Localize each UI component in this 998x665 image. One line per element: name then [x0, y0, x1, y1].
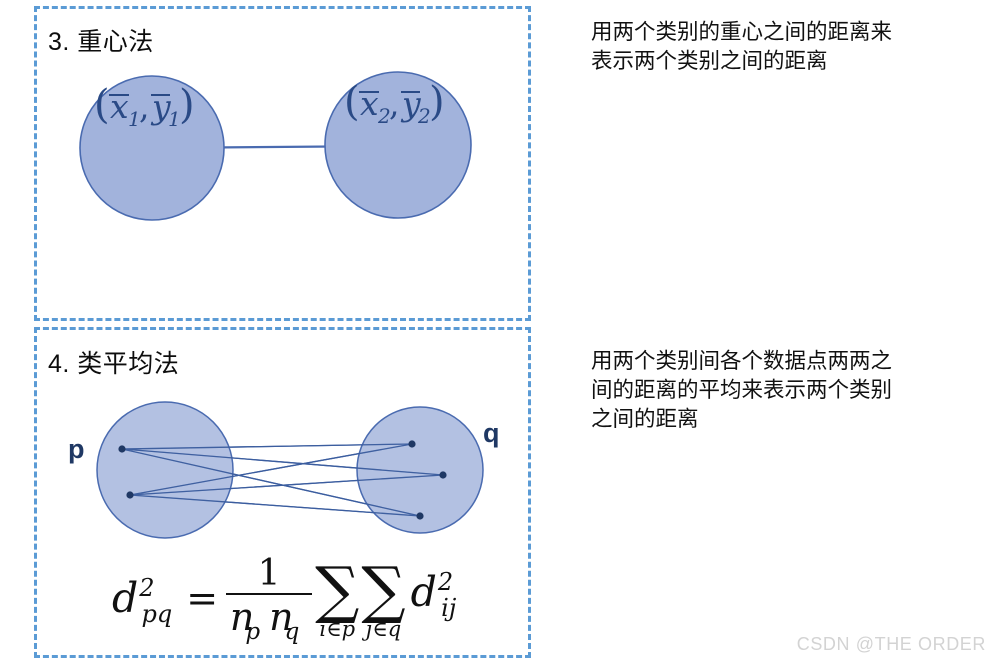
formula-sum-inner-limit: j∈q [365, 617, 402, 641]
explanation-centroid-method: 用两个类别的重心之间的距离来 表示两个类别之间的距离 [591, 20, 893, 74]
cluster-label-q: q [483, 418, 500, 448]
formula-rhs-sub: ij [441, 594, 457, 622]
cluster-label-p: p [68, 434, 85, 464]
cluster-circle-1 [79, 75, 225, 221]
svg-text:x: x [110, 87, 129, 126]
explanation-average-method: 用两个类别间各个数据点两两之 间的距离的平均来表示两个类别 之间的距离 [591, 349, 893, 432]
formula-numerator: 1 [257, 553, 281, 594]
cluster-circle-q [356, 406, 484, 534]
formula-lhs: d2pq [112, 574, 173, 628]
formula-sum-outer: ∑ i∈p [315, 553, 360, 641]
diagram-average-method: p q [68, 401, 500, 539]
svg-text:x: x [360, 84, 379, 123]
all-pairs-link-lines-overlay [121, 443, 444, 517]
sigma-icon: ∑ [361, 553, 406, 626]
formula-fraction-bar [226, 593, 313, 595]
diagram-centroid-method: ( x 1 , y 1 ) ( x 2 , y 2 ) [79, 71, 472, 221]
formula-rhs-sup: 2 [437, 568, 454, 596]
svg-text:1: 1 [168, 107, 181, 131]
svg-text:2: 2 [417, 104, 431, 128]
formula-lhs-sup: 2 [139, 574, 155, 602]
section-box-centroid [34, 6, 531, 321]
svg-text:y: y [400, 84, 421, 123]
formula-lhs-sub: pq [141, 600, 173, 628]
section-title-centroid: 3. 重心法 [48, 28, 154, 56]
csdn-watermark: CSDN @THE ORDER [796, 634, 986, 654]
svg-text:2: 2 [377, 104, 391, 128]
svg-text:,: , [139, 87, 150, 126]
cluster-circle-2 [324, 71, 472, 219]
data-points-q [408, 440, 447, 520]
svg-text:(: ( [344, 79, 360, 125]
svg-text:): ) [429, 79, 445, 125]
svg-text:(: ( [94, 82, 110, 128]
section-box-average [34, 327, 531, 658]
cluster-circle-p [96, 401, 234, 539]
formula-rhs: d2ij [410, 568, 457, 622]
section-title-average: 4. 类平均法 [48, 350, 180, 378]
centroid-label-2: ( x 2 , y 2 ) [344, 79, 445, 128]
data-points-p [118, 445, 134, 499]
svg-text:y: y [150, 87, 171, 126]
svg-text:1: 1 [128, 107, 141, 131]
formula-equals: = [186, 576, 219, 620]
svg-text:): ) [179, 82, 195, 128]
centroid-label-1: ( x 1 , y 1 ) [94, 82, 195, 131]
svg-text:,: , [389, 84, 400, 123]
sigma-icon: ∑ [315, 553, 360, 626]
formula-sum-inner: ∑ j∈q [361, 553, 406, 641]
formula-sum-outer-limit: i∈p [319, 617, 356, 641]
